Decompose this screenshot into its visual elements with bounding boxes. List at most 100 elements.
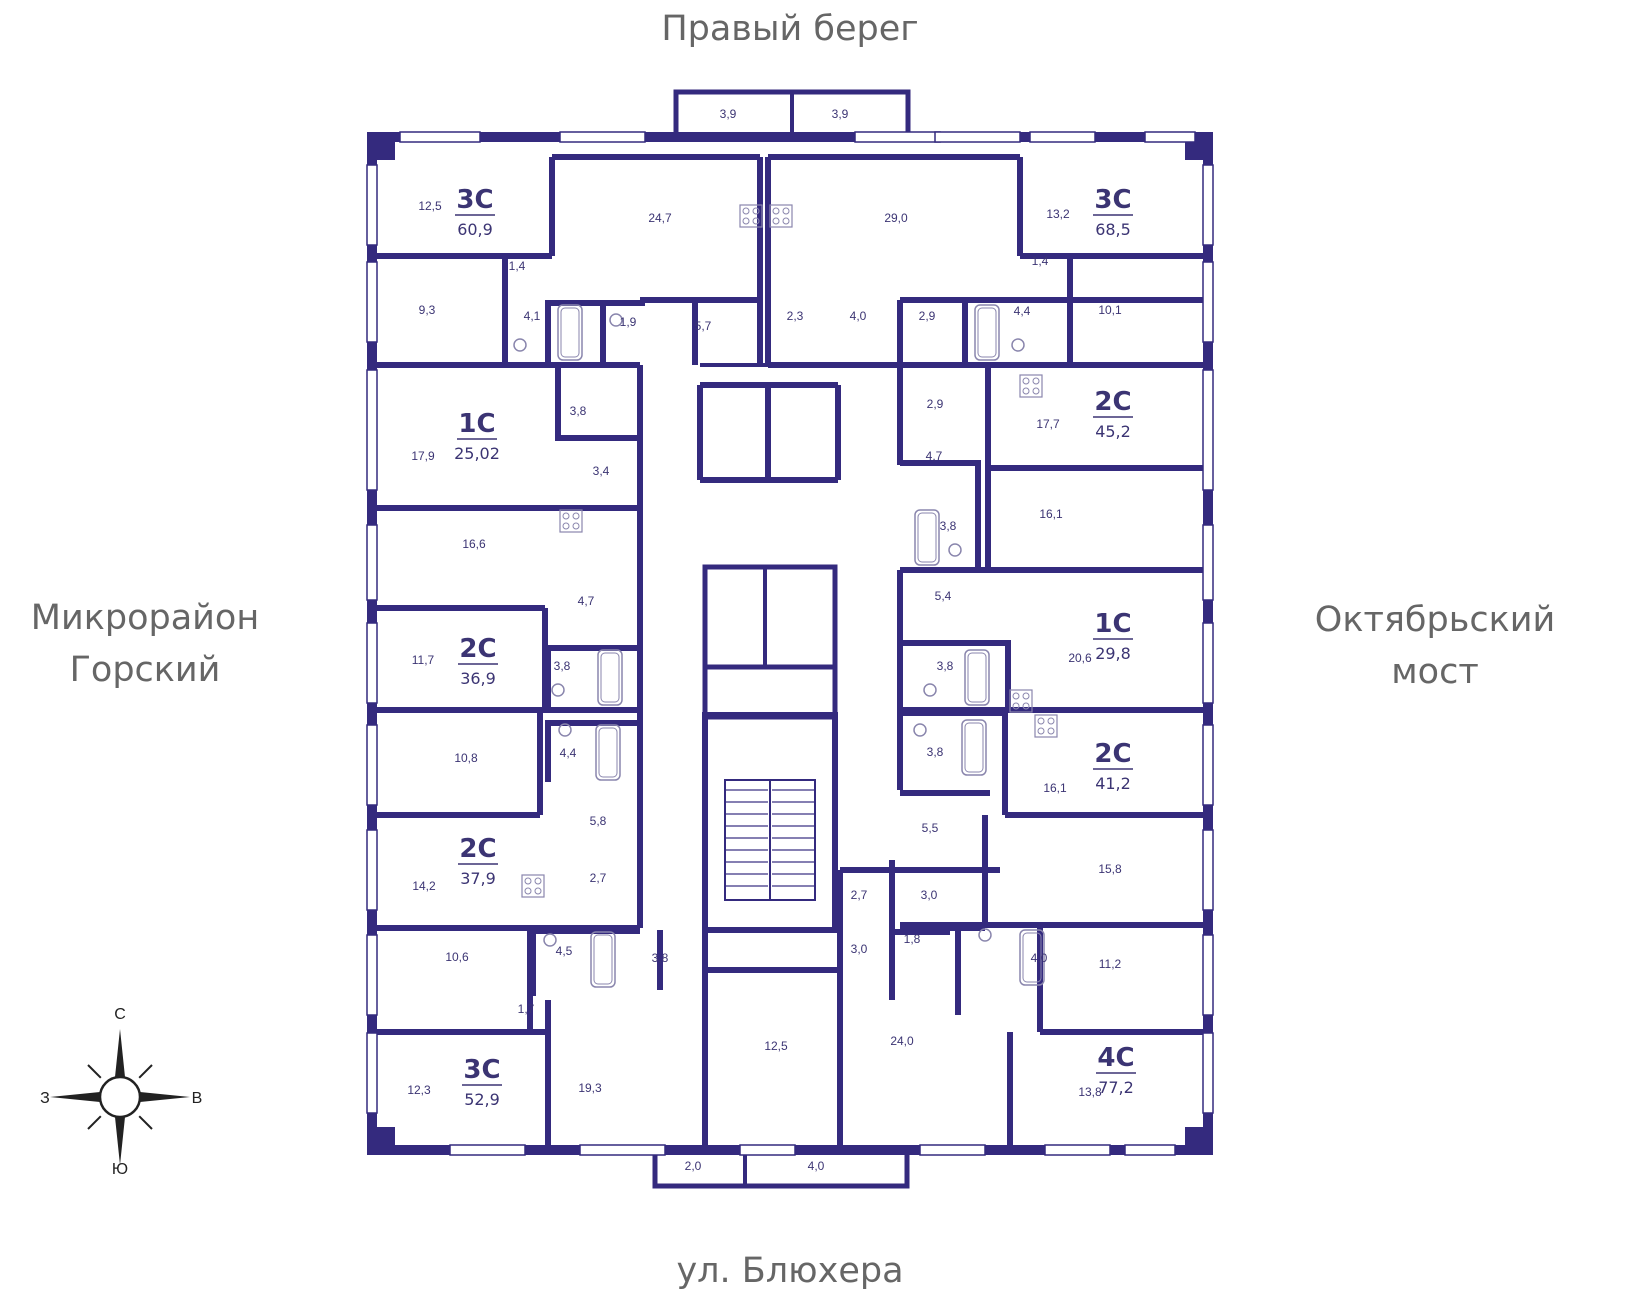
wall-segment (1017, 157, 1023, 256)
room-area-label: 2,9 (927, 397, 944, 411)
apartment-type: 2С (1094, 739, 1131, 769)
window (366, 829, 378, 911)
window (1144, 131, 1196, 143)
room-area-label: 17,9 (411, 449, 435, 463)
orientation-label-bottom: ул. Блюхера (560, 1245, 1020, 1297)
wall-segment (835, 385, 841, 480)
burner (782, 217, 790, 225)
room-area-label: 3,8 (937, 659, 954, 673)
room-area-label: 1,8 (904, 932, 921, 946)
wall-segment (700, 363, 838, 367)
bathtub-inner (593, 934, 613, 985)
sink (551, 683, 565, 697)
wall-segment (372, 925, 640, 931)
wall-segment (772, 801, 815, 803)
room-area-label: 10,1 (1098, 303, 1122, 317)
bathtub (557, 304, 583, 361)
window (366, 369, 378, 491)
bathtub-inner (917, 512, 937, 563)
burner (1047, 717, 1055, 725)
wall-segment (790, 92, 794, 137)
wall-segment (502, 256, 508, 365)
room-area-label: 20,6 (1068, 651, 1092, 665)
window (366, 622, 378, 704)
wall-segment (772, 873, 815, 875)
wall-segment (1005, 812, 1208, 818)
apartment-type: 3С (463, 1055, 500, 1085)
apartment-type: 3С (456, 185, 493, 215)
apartment-type: 2С (1094, 387, 1131, 417)
compass-minor-point (138, 1115, 153, 1130)
bathtub (590, 931, 616, 988)
bathtub-inner (964, 722, 984, 773)
wall-segment (372, 505, 640, 511)
wall-segment (372, 812, 540, 818)
window (366, 164, 378, 246)
room-area-label: 12,5 (418, 199, 442, 213)
apartment-area: 45,2 (1095, 422, 1131, 441)
wall-segment (763, 567, 767, 667)
room-area-label: 12,3 (407, 1083, 431, 1097)
room-area-label: 3,8 (554, 659, 571, 673)
window (366, 1032, 378, 1114)
sink (558, 723, 572, 737)
wall-segment (367, 1127, 395, 1155)
room-area-label: 3,8 (652, 951, 669, 965)
wall-segment (900, 567, 1208, 573)
wall-segment (900, 790, 990, 796)
room-area-label: 11,7 (412, 653, 435, 667)
orientation-label-right-line-2: мост (1391, 652, 1479, 692)
apartment-type: 2С (459, 634, 496, 664)
orientation-label-right: Октябрьский мост (1285, 594, 1585, 698)
room-area-label: 11,2 (1099, 957, 1122, 971)
burner (1022, 702, 1030, 710)
room-area-label: 17,7 (1036, 417, 1060, 431)
sink (913, 723, 927, 737)
window (1124, 1144, 1176, 1156)
window (934, 131, 1021, 143)
wall-segment (897, 570, 903, 790)
compass-point (50, 1092, 100, 1102)
wall-segment (705, 927, 840, 933)
wall-segment (1020, 253, 1208, 259)
bathtub-inner (560, 307, 580, 358)
window (1202, 369, 1214, 491)
wall-segment (897, 300, 903, 365)
shaft (702, 564, 838, 670)
window (739, 1144, 796, 1156)
apartment-badge: 3С 60,9 (455, 185, 495, 239)
wall-segment (900, 297, 1208, 303)
burner (752, 217, 760, 225)
room-area-label: 4,4 (1014, 304, 1031, 318)
room-area-label: 4,4 (560, 746, 577, 760)
wall-segment (545, 645, 640, 651)
wall-segment (892, 929, 950, 935)
apartment-area: 60,9 (457, 220, 493, 239)
wall-segment (372, 1029, 545, 1035)
wall-segment (555, 365, 561, 440)
room-area-label: 2,9 (919, 309, 936, 323)
room-area-label: 1,4 (509, 259, 526, 273)
wall-segment (840, 867, 1000, 873)
compass-minor-point (138, 1064, 153, 1079)
orientation-label-bottom-text: ул. Блюхера (676, 1251, 904, 1291)
wall-segment (1040, 1029, 1208, 1035)
room-area-label: 1,4 (1032, 254, 1049, 268)
window (1202, 829, 1214, 911)
apartment-type: 3С (1094, 185, 1131, 215)
wall-segment (772, 825, 815, 827)
wall-segment (545, 720, 640, 726)
wall-segment (765, 157, 771, 365)
bathtub (974, 304, 1000, 361)
burner (772, 217, 780, 225)
orientation-label-right-line-1: Октябрьский (1314, 600, 1556, 640)
room-area-label: 3,9 (832, 107, 849, 121)
wall-segment (725, 801, 768, 803)
burner (1012, 692, 1020, 700)
burner (562, 512, 570, 520)
apartment-area: 77,2 (1098, 1078, 1134, 1097)
compass-point (115, 1117, 125, 1165)
